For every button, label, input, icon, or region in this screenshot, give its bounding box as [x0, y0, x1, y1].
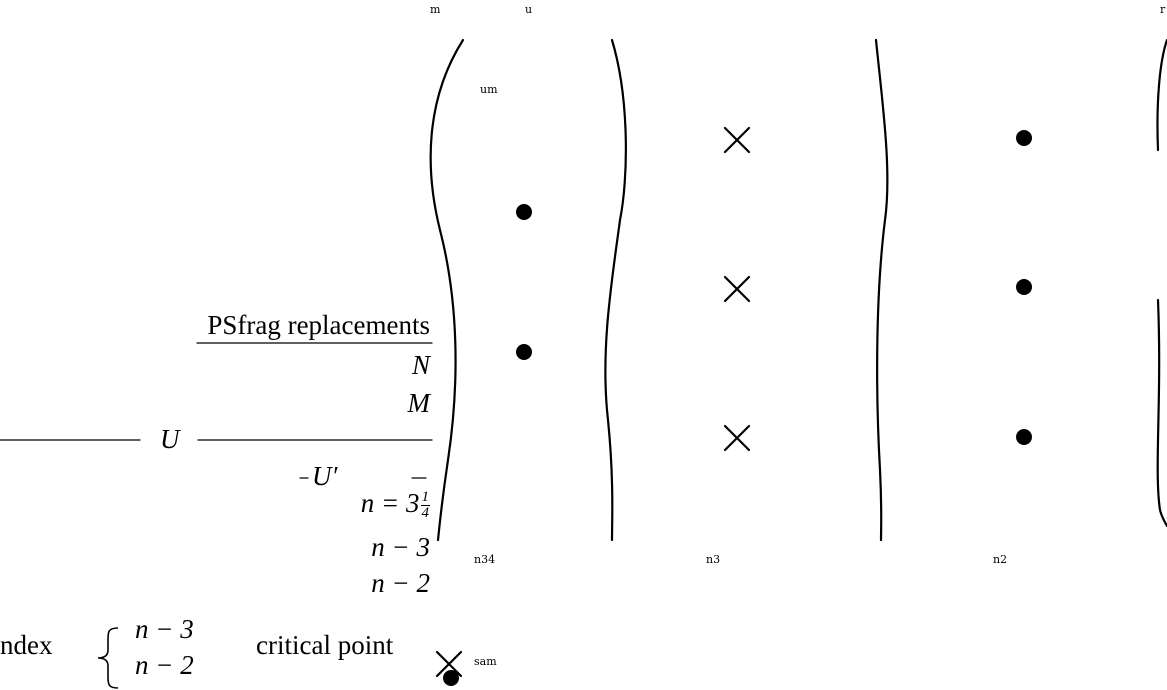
critical-cross-col2-2	[723, 424, 751, 452]
n-three-quarter-prefix: n = 3	[360, 488, 420, 518]
replacement-n-minus-3: n − 3	[371, 532, 430, 562]
replacement-n-minus-2: n − 2	[371, 568, 430, 598]
level-curve-m	[429, 38, 465, 542]
frag-label-u: u	[525, 3, 533, 16]
critical-cross-col2-0	[723, 126, 751, 154]
critical-dot-col1-1	[516, 344, 532, 360]
replacement-N: N	[411, 350, 430, 380]
level-curve-r-lower	[1156, 298, 1167, 528]
frag-label-n3: n3	[706, 553, 721, 566]
legend-n-minus-2: n − 2	[135, 650, 194, 680]
frag-label-n34: n34	[474, 553, 496, 566]
legend-critical-point: critical point	[256, 630, 394, 660]
critical-dot-col1-0	[516, 204, 532, 220]
fraction-numerator: 1	[420, 489, 430, 507]
critical-dot-col3-2	[1016, 429, 1032, 445]
level-curve-r	[1156, 38, 1167, 152]
fraction-denominator: 4	[421, 505, 430, 522]
level-curve-n3	[874, 38, 889, 542]
legend-dot-icon	[443, 670, 459, 686]
replacement-M: M	[407, 388, 431, 418]
legend-n-minus-3: n − 3	[135, 614, 194, 644]
replacement-U: U	[160, 424, 180, 454]
legend-cross-icon	[435, 650, 463, 678]
frag-label-um: um	[480, 83, 498, 96]
replacement-U-prime: U′	[312, 461, 338, 491]
legend-index-label: ndex	[0, 630, 53, 660]
legend-brace	[97, 627, 119, 689]
critical-cross-col2-1	[723, 275, 751, 303]
critical-dot-col3-0	[1016, 130, 1032, 146]
frag-label-sam: sam	[474, 655, 497, 668]
critical-dot-col3-1	[1016, 279, 1032, 295]
frag-label-r: r	[1160, 3, 1166, 16]
replacements-header: PSfrag replacements	[207, 310, 430, 340]
frag-label-m: m	[430, 3, 441, 16]
frag-label-n2: n2	[993, 553, 1008, 566]
level-curve-n34	[604, 38, 627, 542]
